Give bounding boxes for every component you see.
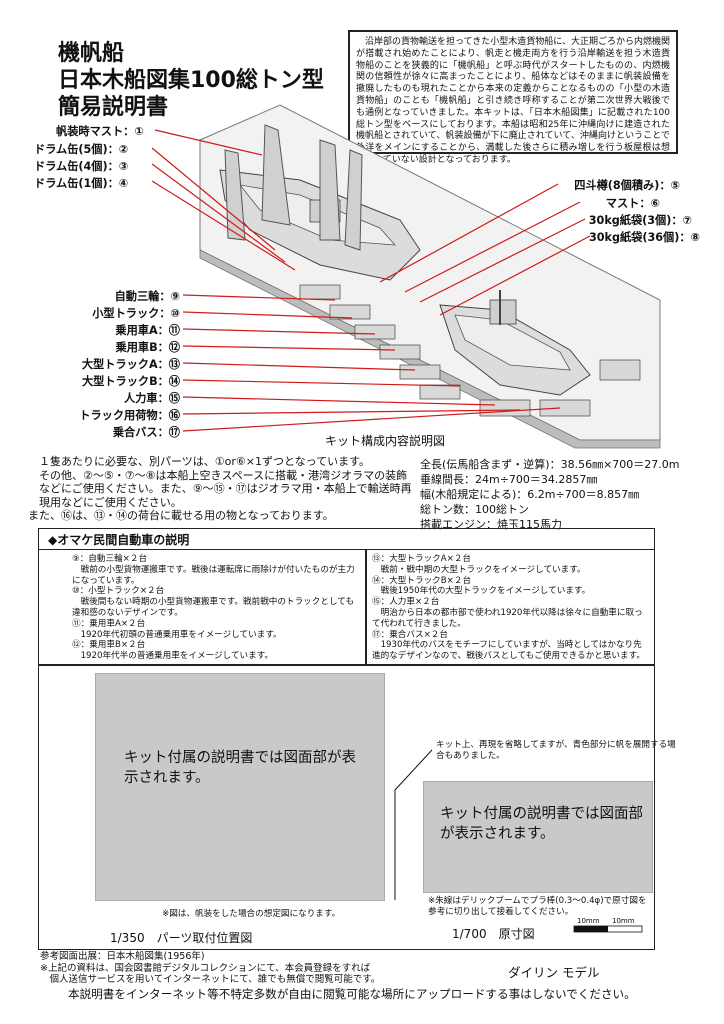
- label-part-15: 人力車：⑮: [124, 392, 180, 405]
- scale-right-label: 1/700 原寸図: [452, 927, 535, 941]
- desc-17-text: 1930年代のバスをモチーフにしていますが、当時としてはかなり先進的なデザインな…: [372, 640, 645, 662]
- intro-text: 沿岸部の貨物輸送を担ってきた小型木造貨物船に、大正期ごろから内燃機関が搭載され始…: [356, 37, 671, 165]
- label-part-6: マスト：⑥: [605, 197, 660, 210]
- omake-right-desc: ⑬：大型トラックA×２台 戦前・戦中期の大型トラックをイメージしています。 ⑭：…: [372, 554, 648, 662]
- diagram-caption: キット構成内容説明図: [325, 434, 446, 448]
- title-line-2: 日本木船図集100総トン型: [58, 68, 324, 93]
- title-line-1: 機帆船: [58, 41, 125, 66]
- desc-11-text: 1920年代初頭の普通乗用車をイメージしています。: [72, 629, 282, 640]
- desc-9-text: 戦前の小型貨物運搬車です。戦後は運転席に雨除けが付いたものが主力になっています。: [72, 564, 355, 586]
- spec-length: 全長(伝馬船含まず・逆算)：38.56㎜×700＝27.0m: [420, 458, 680, 471]
- desc-10-text: 戦後間もない時期の小型貨物運搬車です。戦前戦中のトラックとしても違和感のないデザ…: [72, 597, 355, 618]
- maker-name: ダイリン モデル: [508, 965, 600, 980]
- label-part-7: 30kg紙袋(3個)：⑦: [588, 214, 692, 227]
- masts-with-sails: [224, 124, 363, 251]
- label-part-4: ドラム缶(1個)：④: [34, 177, 129, 190]
- omake-divider-v: [365, 550, 367, 665]
- footer-line-1: 参考図面出展：日本木船図集(1956年): [40, 951, 205, 962]
- footer-line-3: 個人送信サービスを用いてインターネットにて、誰でも無償で閲覧可能です。: [40, 974, 381, 985]
- leader-lines: [151, 129, 591, 432]
- omake-left-desc: ⑨：自動三輪×２台 戦前の小型貨物運搬車です。戦後は運転席に雨除けが付いたものが…: [72, 554, 360, 662]
- placeholder-small-text: キット付属の説明書では図面部が表示されます。: [440, 806, 643, 842]
- figure-note: ※図は、帆装をした場合の想定図になります。: [162, 909, 341, 919]
- desc-15-text: 明治から日本の都市部で使われ1920年代以降は徐々に自動車に取って代われて行きま…: [372, 607, 643, 629]
- label-part-2: ドラム缶(5個)：②: [34, 143, 129, 156]
- desc-10-title: ⑩：小型トラック×２台: [72, 586, 165, 597]
- label-part-17: 乗合バス：⑰: [112, 426, 180, 439]
- ship-hull-2: [439, 290, 591, 396]
- scalebar-label-2: 10mm: [612, 917, 635, 925]
- omake-divider-h: [38, 664, 655, 666]
- kit-diagram: [151, 104, 661, 449]
- desc-17-title: ⑰：乗合バス×２台: [372, 629, 448, 640]
- spec-engine: 搭載エンジン：焼玉115馬力: [420, 518, 562, 531]
- wire-note: ※朱線はデリックブームでプラ棒(0.3～0.4φ)で原寸図を参考に切り出して接着…: [428, 896, 647, 917]
- spec-tonnage: 総トン数：100総トン: [420, 503, 529, 516]
- drawing-placeholder-large: キット付属の説明書では図面部が表示されます。: [95, 673, 385, 901]
- spec-lpp: 垂線間長：24m÷700＝34.2857㎜: [420, 473, 598, 486]
- omake-header: ◆オマケ民間自動車の説明: [38, 528, 655, 550]
- label-part-1: 帆装時マスト：①: [56, 125, 144, 138]
- drawing-placeholder-small: キット付属の説明書では図面部が表示されます。: [423, 781, 653, 893]
- title-line-3: 簡易説明書: [58, 95, 169, 120]
- desc-9-title: ⑨：自動三輪×２台: [72, 554, 148, 564]
- desc-15-title: ⑮：人力車×２台: [372, 597, 440, 608]
- upload-warning: 本説明書をインターネット等不特定多数が自由に閲覧可能な場所にアップロードする事は…: [68, 987, 636, 1001]
- intro-text-box: 沿岸部の貨物輸送を担ってきた小型木造貨物船に、大正期ごろから内燃機関が搭載され始…: [348, 30, 678, 165]
- label-part-3: ドラム缶(4個)：③: [34, 160, 129, 173]
- desc-14-text: 戦後1950年代の大型トラックをイメージしています。: [372, 586, 591, 597]
- omake-box: [38, 528, 655, 950]
- label-part-13: 大型トラックA：⑬: [81, 358, 180, 371]
- label-part-9: 自動三輪：⑨: [114, 290, 180, 303]
- footer-references: 参考図面出展：日本木船図集(1956年) ※上記の資料は、国会図書館デジタルコレ…: [40, 951, 460, 986]
- note-line-2: その他、②～⑤・⑦～⑧は本船上空きスペースに搭載・港湾ジオラマの装飾などにご使用…: [39, 468, 412, 509]
- footer-line-2: ※上記の資料は、国会図書館デジタルコレクションにて、本会員登録をすれば: [40, 962, 371, 974]
- desc-11-title: ⑪：乗用車A×２台: [72, 618, 146, 629]
- label-part-8: 30kg紙袋(36個)：⑧: [588, 231, 700, 244]
- ship-specs: 全長(伝馬船含まず・逆算)：38.56㎜×700＝27.0m 垂線間長：24m÷…: [420, 457, 720, 532]
- sail-note: キット上、再現を省略してますが、青色部分に帆を展開する場合もありました。: [436, 740, 676, 761]
- scalebar-label-1: 10mm: [577, 917, 600, 925]
- desc-12-text: 1920年代半の普通乗用車をイメージしています。: [72, 651, 274, 662]
- desc-13-text: 戦前・戦中期の大型トラックをイメージしています。: [372, 564, 586, 575]
- label-part-16: トラック用荷物：⑯: [79, 409, 180, 422]
- usage-notes: １隻あたりに必要な、別パーツは、①or⑥×1ずつとなっています。 その他、②～⑤…: [28, 455, 413, 523]
- note-line-1: １隻あたりに必要な、別パーツは、①or⑥×1ずつとなっています。: [39, 455, 370, 468]
- parts-runners: [299, 284, 641, 417]
- label-part-12: 乗用車B：⑫: [115, 341, 180, 354]
- placeholder-large-text: キット付属の説明書では図面部が表示されます。: [124, 750, 356, 786]
- desc-14-title: ⑭：大型トラックB×２台: [372, 575, 472, 586]
- label-part-10: 小型トラック：⑩: [92, 307, 180, 320]
- page-title: 機帆船 日本木船図集100総トン型 簡易説明書: [58, 40, 324, 121]
- desc-13-title: ⑬：大型トラックA×２台: [372, 554, 472, 564]
- desc-12-title: ⑫：乗用車B×２台: [72, 640, 146, 651]
- scale-left-label: 1/350 パーツ取付位置図: [110, 931, 253, 945]
- label-part-5: 四斗樽(8個積み)：⑤: [574, 179, 680, 192]
- spec-beam: 幅(木船規定による)：6.2m÷700＝8.857㎜: [420, 488, 640, 501]
- label-part-14: 大型トラックB：⑭: [81, 375, 180, 388]
- label-part-11: 乗用車A：⑪: [115, 324, 180, 337]
- note-line-3: また、⑯は、⑬・⑭の荷台に載せる用の物となっております。: [28, 509, 334, 523]
